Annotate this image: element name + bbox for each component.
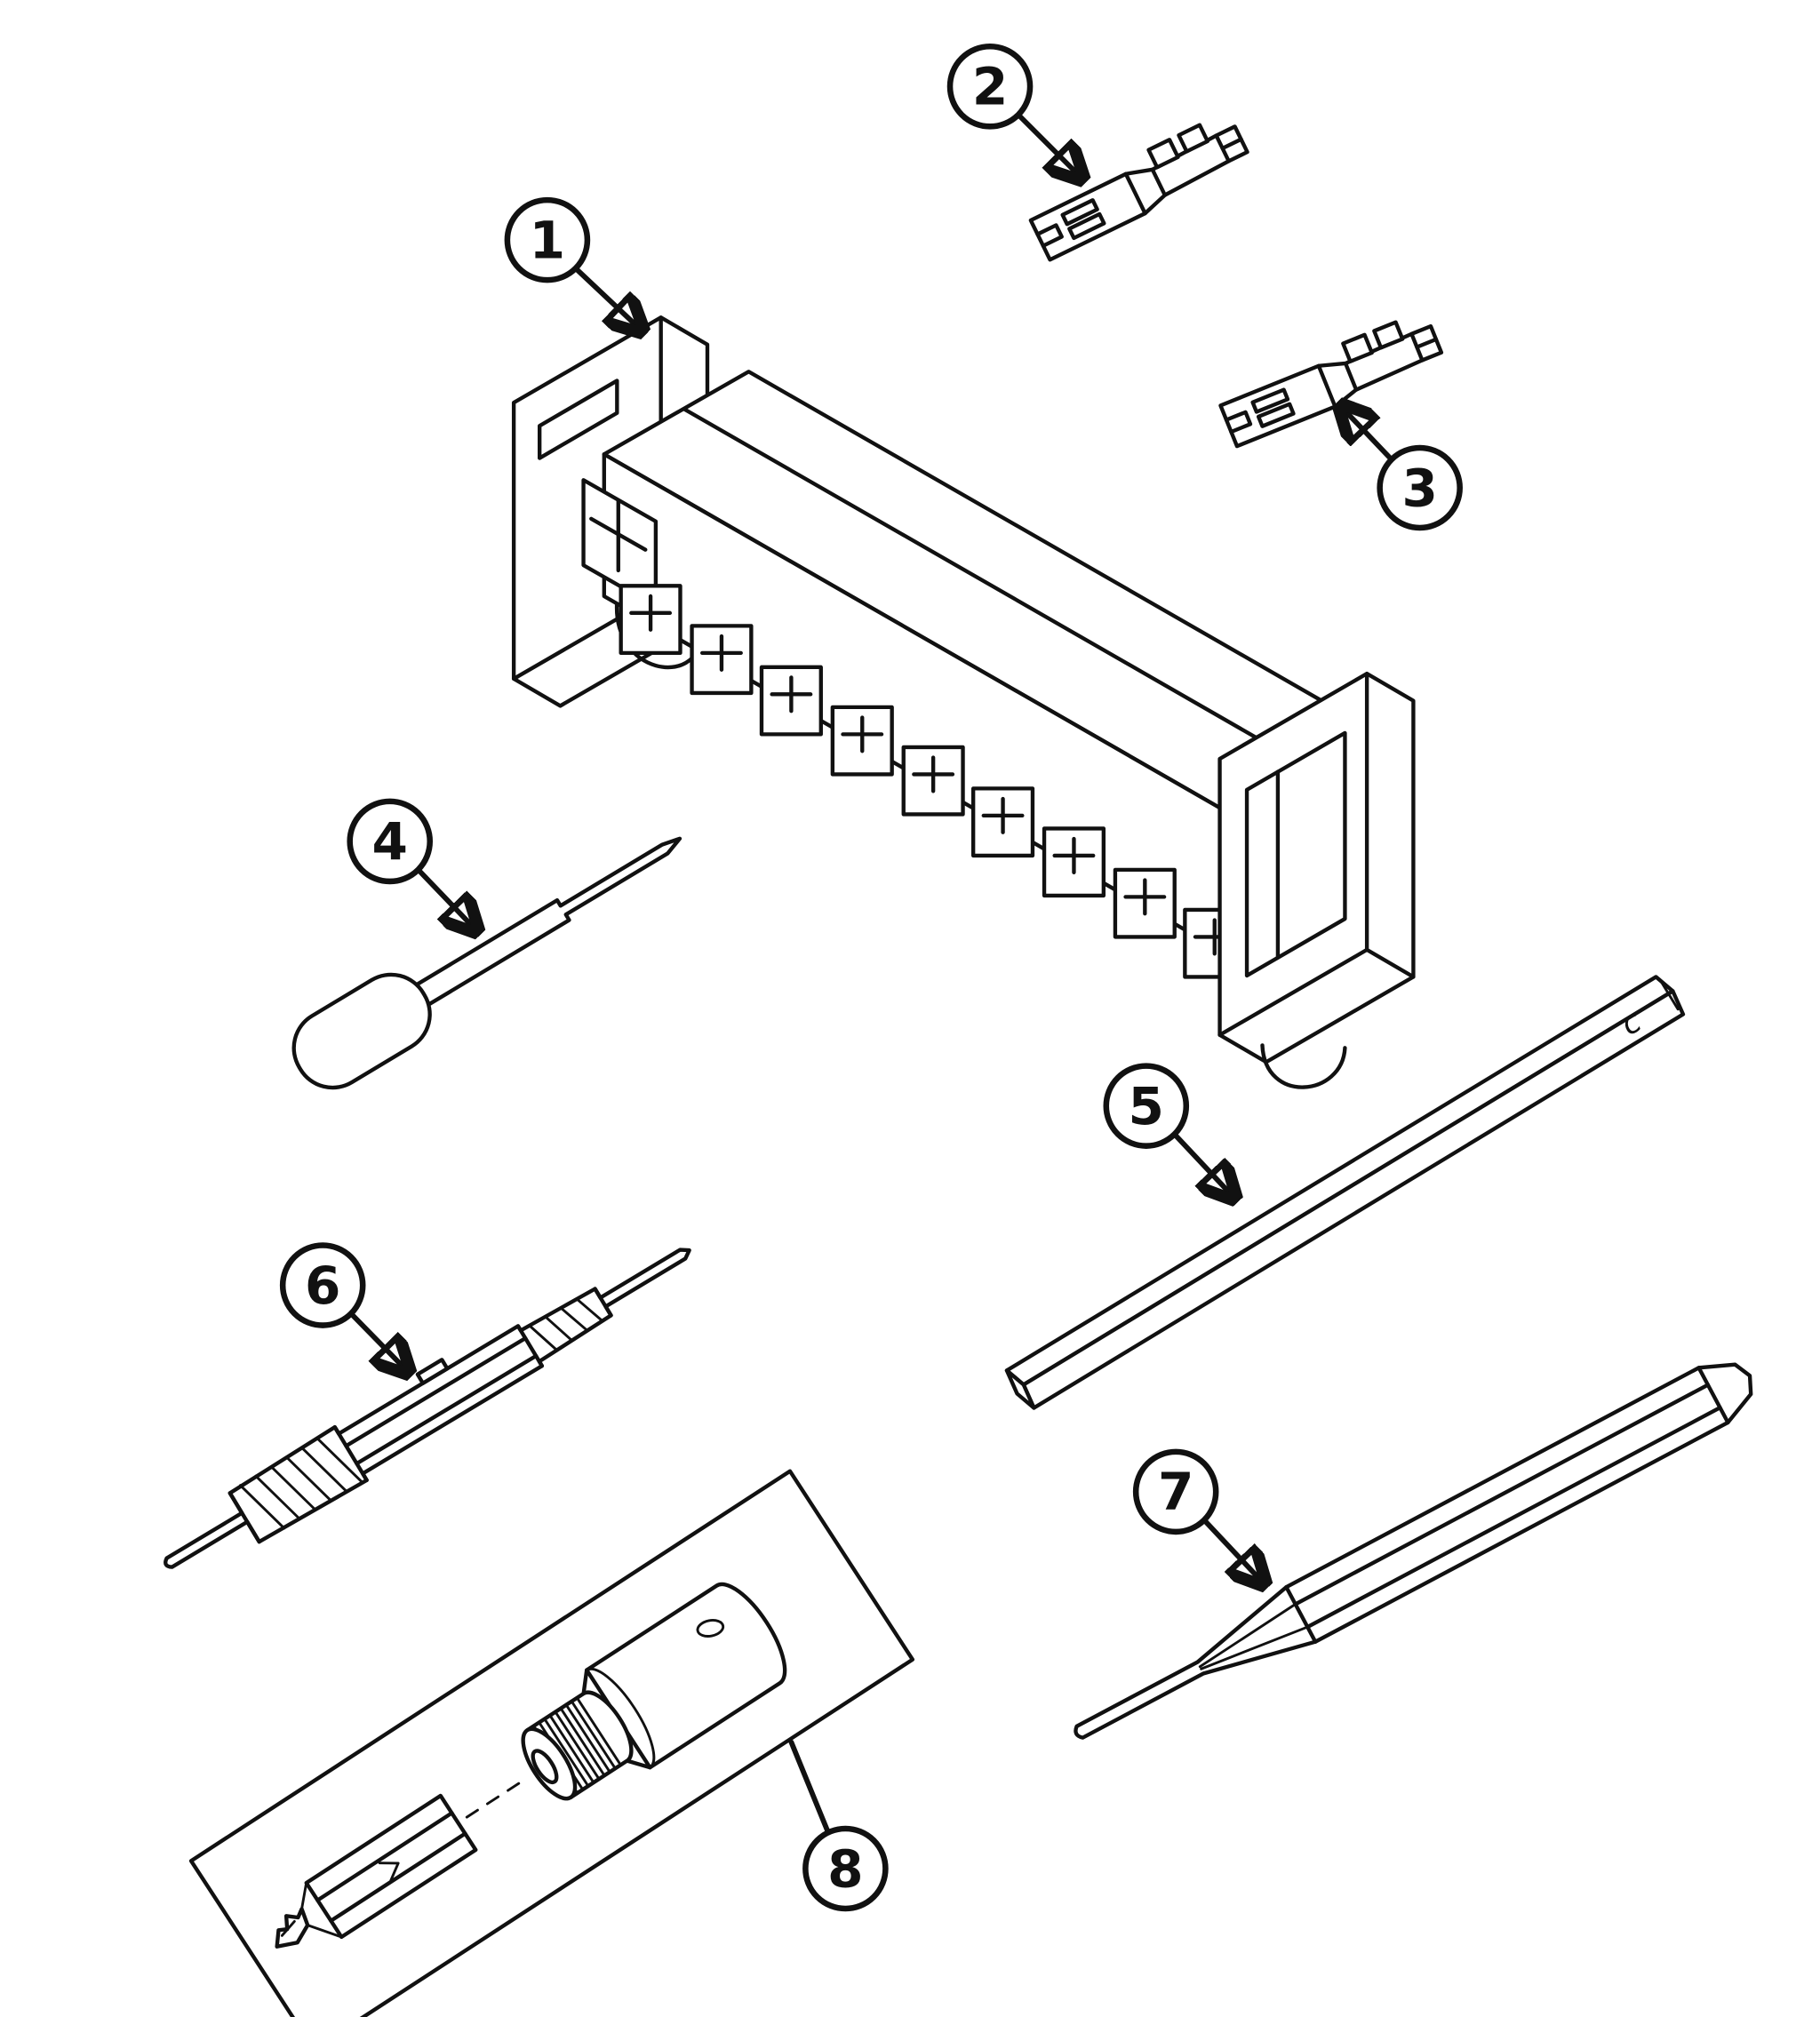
- housing-right-foot: [1260, 1043, 1347, 1089]
- tool-clip: [415, 1358, 450, 1385]
- terminal-slot-tab: [904, 747, 963, 815]
- punch-silhouette: [1074, 1362, 1753, 1740]
- terminal-lower: [1217, 311, 1446, 447]
- terminal-slot-tab: [1044, 828, 1104, 896]
- housing-step-line: [682, 407, 1311, 770]
- rod-side-face: [1021, 989, 1686, 1410]
- leader-arrow: [1171, 1131, 1235, 1200]
- bit-socket-kit: [188, 1469, 915, 2017]
- right-flange-edges: [1217, 671, 1416, 1037]
- punch-segment-edges: [1284, 1366, 1730, 1644]
- right-flange-window: [1244, 730, 1347, 978]
- callout-1: 1: [504, 196, 643, 331]
- terminal-slot-tab: [833, 707, 892, 775]
- flange-slot: [538, 379, 619, 460]
- callout-number: 1: [530, 210, 565, 270]
- kit-box-frame: [188, 1469, 915, 2017]
- bit-shank: [304, 1793, 478, 1940]
- assembly-axis-line: [465, 1776, 529, 1819]
- leader-arrow: [1016, 112, 1083, 179]
- callout-number: 5: [1129, 1076, 1164, 1136]
- callout-3: 3: [1340, 405, 1463, 531]
- leader-arrow: [572, 266, 643, 331]
- callout-circle: [1132, 1448, 1219, 1535]
- bit-facets: [315, 1811, 467, 1923]
- tool-facet-lines: [344, 1335, 539, 1466]
- socket-body: [585, 1582, 787, 1770]
- indicator-bulb: [291, 836, 682, 1090]
- leader-arrow: [1340, 405, 1394, 462]
- socket-shoulder: [581, 1668, 652, 1770]
- terminal-slot-tab: [1115, 870, 1175, 937]
- rod-end-face: [1004, 1368, 1036, 1410]
- leader-arrow: [1201, 1517, 1265, 1585]
- terminal-slot-tab: [973, 788, 1033, 856]
- bit-star-flute: [280, 1919, 296, 1937]
- callout-number: 2: [972, 57, 1008, 117]
- callout-number: 4: [371, 811, 407, 872]
- torx-bit: [275, 1793, 478, 1949]
- callout-circle: [802, 1825, 889, 1912]
- callout-circle: [347, 798, 433, 885]
- socket-face-hole: [696, 1619, 725, 1638]
- leader-arrow: [348, 1311, 409, 1373]
- callout-circle: [1377, 444, 1463, 531]
- terminal-slot-tab: [762, 667, 821, 735]
- callout-6: 6: [279, 1242, 409, 1374]
- extraction-tool: [164, 1248, 691, 1569]
- knurl-ring-face: [521, 1726, 578, 1801]
- bulb-body: [291, 972, 432, 1090]
- bit-chamfer: [300, 1881, 343, 1939]
- knurl-ring-hole: [531, 1749, 559, 1785]
- socket-junction-arc: [585, 1667, 656, 1769]
- connector-housing: [511, 315, 1416, 1089]
- leader-arrow: [415, 866, 478, 932]
- callout-number: 8: [827, 1838, 863, 1899]
- bit-chevron: [378, 1862, 400, 1882]
- rod-tip-bevel: [1658, 977, 1680, 1011]
- knurl-hatch: [529, 1298, 604, 1351]
- callout-number: 6: [305, 1256, 340, 1316]
- callout-circle: [946, 44, 1034, 130]
- callout-7: 7: [1132, 1448, 1265, 1585]
- bulb-lead: [411, 836, 682, 1008]
- pin-punch: [1074, 1362, 1753, 1740]
- leader-line: [788, 1739, 832, 1837]
- square-rod: c: [1004, 975, 1686, 1410]
- rod-top-face: [1004, 975, 1675, 1387]
- callout-circle: [504, 196, 591, 283]
- terminal-slot-tab: [621, 586, 681, 653]
- callout-circle: [279, 1242, 366, 1328]
- terminal-upper: [1026, 111, 1252, 259]
- callout-number: 3: [1401, 458, 1437, 518]
- punch-taper-lines: [1198, 1602, 1309, 1670]
- callout-2: 2: [946, 44, 1083, 179]
- callout-5: 5: [1103, 1063, 1235, 1200]
- tool-silhouette: [164, 1248, 691, 1569]
- callout-4: 4: [347, 798, 478, 932]
- housing-right-flange: [1217, 671, 1416, 1064]
- callout-number: 7: [1158, 1462, 1193, 1522]
- tool-segment-edges: [228, 1287, 613, 1544]
- terminal-slot-tab: [692, 626, 752, 693]
- bit-star-tip: [275, 1907, 310, 1949]
- socket-with-knurl: [521, 1582, 787, 1801]
- callout-circle: [1103, 1063, 1190, 1149]
- knurl-hatch: [239, 1437, 363, 1530]
- callout-8: 8: [788, 1739, 889, 1912]
- punch-facet-lines: [1293, 1383, 1722, 1630]
